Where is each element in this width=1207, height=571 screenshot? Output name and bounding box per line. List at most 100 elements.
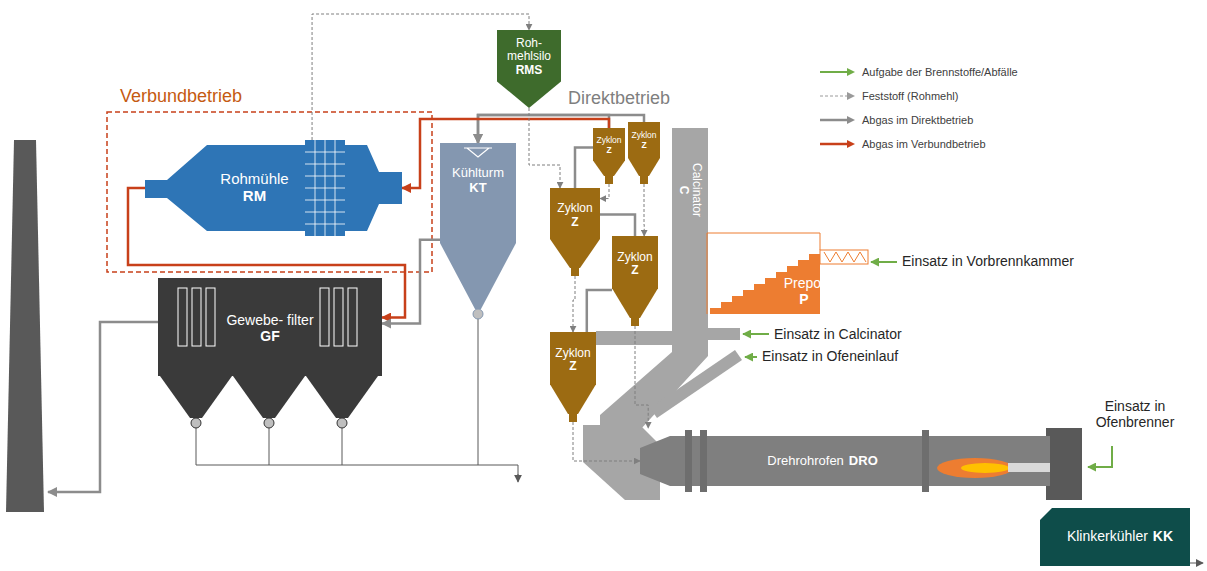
- filter-bag: [178, 288, 187, 346]
- filter-hopper: [160, 376, 232, 418]
- rotary-valve: [264, 418, 274, 428]
- legend-arrowhead: [847, 92, 855, 100]
- cyclone-outlet: [569, 414, 577, 422]
- cyclone-outlet: [631, 318, 639, 326]
- text-area: Klinkerkühler KK: [1056, 512, 1184, 562]
- node-name: Zyklon: [596, 136, 621, 146]
- feed-screw: [824, 252, 866, 262]
- text-area: PrepolP: [756, 272, 852, 312]
- shape-outline: [158, 278, 382, 430]
- legend-text: Aufgabe der Brennstoffe/Abfälle: [862, 66, 1018, 78]
- mode-label: Verbundbetrieb: [118, 86, 244, 107]
- silo-shape: [497, 30, 561, 108]
- feed-point-label: Einsatz in Vorbrennkammer: [900, 253, 1076, 269]
- mill-shape: [145, 145, 305, 231]
- legend-item: Aufgabe der Brennstoffe/Abfälle: [820, 60, 1018, 84]
- tower-cone: [440, 243, 516, 309]
- legend-line: [820, 96, 848, 97]
- node-code: KK: [1153, 529, 1173, 545]
- legend-text: Feststoff (Rohmehl): [862, 90, 958, 102]
- cooling-tower: KühlturmKT: [440, 143, 516, 319]
- node-code: C: [677, 186, 690, 195]
- node-code: RMS: [516, 64, 543, 77]
- text-area: KühlturmKT: [443, 155, 513, 207]
- kiln-hood: [1046, 428, 1082, 500]
- cyclone-outlet: [640, 176, 648, 184]
- cyclone-outlet: [605, 176, 613, 184]
- legend-text: Abgas im Direktbetrieb: [862, 114, 973, 126]
- legend-item: Abgas im Verbundbetrieb: [820, 132, 1018, 156]
- legend-line: [820, 71, 848, 73]
- gas-duct: [600, 214, 635, 236]
- gas-duct: [575, 148, 593, 188]
- silo: Roh- mehlsiloRMS: [497, 30, 561, 108]
- raw-meal-line: [312, 14, 529, 140]
- prepol-chamber: PrepolP: [706, 232, 870, 314]
- legend-arrowhead: [847, 140, 855, 148]
- raw-meal-line: [600, 184, 609, 199]
- legend: Aufgabe der Brennstoffe/AbfälleFeststoff…: [820, 60, 1018, 156]
- exhaust-duct: [48, 322, 158, 492]
- cyclone-shape: [628, 122, 660, 176]
- node-name: Zyklon: [617, 251, 652, 264]
- mill-shape: [345, 145, 402, 231]
- filter-bag: [334, 288, 343, 346]
- legend-line: [820, 119, 848, 122]
- text-area: RohmühleRM: [207, 152, 302, 224]
- raw-mill: RohmühleRM: [145, 140, 402, 236]
- cyclone: ZyklonZ: [550, 332, 596, 422]
- legend-sample: [820, 115, 856, 125]
- node-name: Klinkerkühler: [1067, 529, 1148, 545]
- rotary-valve: [473, 309, 483, 319]
- filter-hopper: [306, 376, 378, 418]
- compound-mode-frame: [107, 112, 432, 272]
- cyclone: ZyklonZ: [628, 122, 660, 184]
- shape-outline: [706, 232, 870, 314]
- feed-hopper: [820, 250, 868, 264]
- filter-bag: [348, 288, 357, 346]
- text-area: ZyklonZ: [552, 336, 594, 384]
- legend-sample: [820, 67, 856, 77]
- tower-shape: [440, 143, 516, 243]
- node-code: P: [799, 292, 808, 308]
- node-code: Z: [571, 216, 578, 229]
- calcinator-shape: [672, 128, 708, 343]
- node-code: GF: [260, 329, 279, 345]
- legend-line: [820, 143, 848, 146]
- filter-housing: [158, 278, 382, 376]
- spray-symbol: [464, 148, 492, 157]
- raw-meal-line: [529, 108, 560, 188]
- feed-point-label: Einsatz in Calcinator: [772, 326, 904, 342]
- prepol-outline: [707, 233, 820, 314]
- chimney: [6, 140, 44, 512]
- node-name: Zyklon: [631, 131, 656, 141]
- node-name: Zyklon: [555, 347, 590, 360]
- text-area: CalcinatorC: [677, 163, 704, 217]
- dust-arrow: [518, 474, 519, 482]
- node-code: KT: [469, 181, 486, 196]
- text-area: Gewebe- filterGF: [222, 286, 318, 372]
- feed-point-label: Einsatz in Ofeneinlauf: [760, 348, 900, 364]
- legend-arrowhead: [847, 116, 855, 124]
- text-area: Roh- mehlsiloRMS: [500, 33, 558, 81]
- legend-sample: [820, 91, 856, 101]
- node-name: Rohmühle: [220, 171, 288, 188]
- text-area: ZyklonZ: [629, 125, 659, 157]
- cyclone: ZyklonZ: [612, 236, 658, 326]
- fuel-arrow: [745, 356, 752, 358]
- node-name: Calcinator: [690, 163, 703, 217]
- cyclone-outlet: [571, 268, 579, 276]
- raw-meal-line: [644, 184, 645, 236]
- node-name: Prepol: [784, 276, 824, 292]
- filter-hopper: [233, 376, 305, 418]
- mode-label: Direktbetrieb: [566, 88, 672, 109]
- mill-grid: [305, 140, 345, 236]
- node-name: Zyklon: [557, 202, 592, 215]
- node-code: Z: [631, 264, 638, 277]
- shape-outline: [145, 140, 402, 236]
- raw-meal-line: [635, 326, 648, 428]
- node-code: Z: [569, 360, 576, 373]
- cyclone-shape: [550, 332, 596, 414]
- cooler-shape: [1040, 508, 1190, 566]
- node-code: Z: [641, 141, 646, 151]
